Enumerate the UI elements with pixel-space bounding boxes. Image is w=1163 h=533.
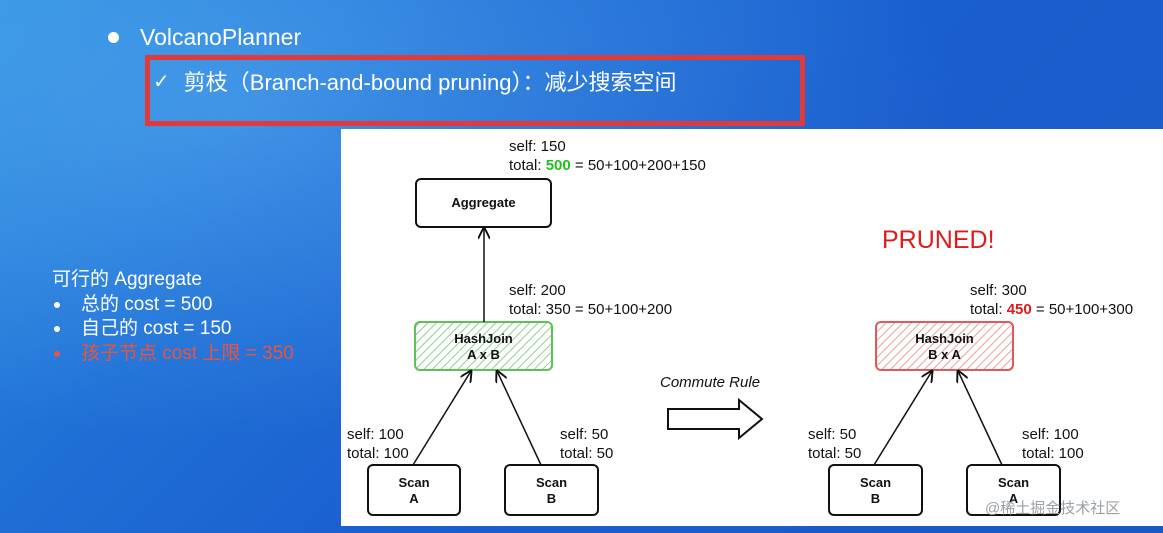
bullet-dot-icon xyxy=(54,301,60,308)
edge-right-scan-b-to-join xyxy=(873,371,932,466)
left-scan-b-label-line1: Scan xyxy=(535,475,568,490)
diagram-panel: self: 150 total: 500 = 50+100+200+150 Ag… xyxy=(341,129,1163,526)
right-scan-b-node-box xyxy=(828,464,923,516)
highlight-box xyxy=(145,55,805,126)
right-scan-a-self: self: 100 xyxy=(1022,426,1079,443)
right-scan-b-label-line1: Scan xyxy=(859,475,892,490)
left-join-label-line1: HashJoin xyxy=(454,331,513,346)
main-bullet: VolcanoPlanner xyxy=(108,24,301,51)
aggregate-total-value: 500 xyxy=(545,157,571,174)
left-scan-a-label-line1: Scan xyxy=(398,475,430,490)
right-scan-b-self: self: 50 xyxy=(808,426,857,443)
checkmark-icon: ✓ xyxy=(153,70,170,93)
left-join-self: self: 200 xyxy=(509,282,566,299)
notes-item-text: 总的 cost = 500 xyxy=(81,293,213,315)
bullet-dot-icon xyxy=(108,32,119,43)
notes-item-highlight: 孩子节点 cost 上限 = 350 xyxy=(52,342,294,367)
notes-item: 自己的 cost = 150 xyxy=(52,317,294,342)
notes-item-text: 孩子节点 cost 上限 = 350 xyxy=(81,342,294,364)
right-join-label-line2: B x A xyxy=(928,347,961,362)
left-scan-b-node-box xyxy=(504,464,599,516)
left-scan-a-total: total: 100 xyxy=(347,445,409,462)
left-scan-a-node-box xyxy=(367,464,461,516)
sub-bullet-text: 剪枝（Branch-and-bound pruning）：减少搜索空间 xyxy=(183,70,677,95)
left-scan-b-total: total: 50 xyxy=(560,445,614,462)
sub-bullet: ✓ 剪枝（Branch-and-bound pruning）：减少搜索空间 xyxy=(153,65,677,97)
notes-title: 可行的 Aggregate xyxy=(52,269,202,290)
left-scan-a-self: self: 100 xyxy=(347,426,404,443)
left-join-label-line2: A x B xyxy=(467,347,500,362)
aggregate-total-prefix: total: xyxy=(509,157,546,174)
right-join-total-value: 450 xyxy=(1006,301,1032,318)
watermark: @稀土掘金技术社区 xyxy=(985,500,1121,517)
pruned-label: PRUNED! xyxy=(882,226,995,254)
left-scan-a-label-line2: A xyxy=(409,491,419,506)
main-bullet-title: VolcanoPlanner xyxy=(140,24,302,50)
right-scan-b-total: total: 50 xyxy=(808,445,862,462)
bullet-dot-icon xyxy=(54,326,60,333)
aggregate-total-suffix: = 50+100+200+150 xyxy=(570,157,706,174)
edge-right-scan-a-to-join xyxy=(958,371,1003,466)
right-hashjoin-node-box xyxy=(875,321,1014,371)
left-scan-b-self: self: 50 xyxy=(560,426,609,443)
notes-item: 总的 cost = 500 xyxy=(52,293,294,318)
right-join-self: self: 300 xyxy=(970,282,1027,299)
aggregate-self: self: 150 xyxy=(509,138,566,155)
right-join-label-line1: HashJoin xyxy=(915,331,974,346)
left-scan-b-label-line2: B xyxy=(546,491,557,506)
commute-rule-label: Commute Rule xyxy=(660,374,761,391)
left-notes: 可行的 Aggregate 总的 cost = 500 自己的 cost = 1… xyxy=(52,268,294,366)
bullet-dot-icon xyxy=(54,350,60,357)
aggregate-total: total: 500 = 50+100+200+150 xyxy=(509,156,706,175)
right-join-total-suffix: = 50+100+300 xyxy=(1031,301,1134,318)
right-scan-a-label-line2: A xyxy=(1008,491,1019,506)
right-scan-a-node-box xyxy=(966,464,1061,516)
right-join-total-prefix: total: xyxy=(970,301,1007,318)
right-scan-a-label-line1: Scan xyxy=(997,475,1030,490)
edge-scan-b-to-join xyxy=(497,371,542,466)
notes-item-text: 自己的 cost = 150 xyxy=(81,318,232,339)
right-join-total: total: 450 = 50+100+300 xyxy=(970,300,1133,319)
right-scan-a-total: total: 100 xyxy=(1022,445,1084,462)
right-scan-b-label-line2: B xyxy=(870,491,881,506)
commute-arrow-icon xyxy=(667,397,764,441)
diagram-svg xyxy=(367,178,1061,516)
aggregate-node-label: Aggregate xyxy=(451,195,516,210)
edge-scan-a-to-join xyxy=(412,371,471,466)
left-join-total: total: 350 = 50+100+200 xyxy=(509,301,673,318)
